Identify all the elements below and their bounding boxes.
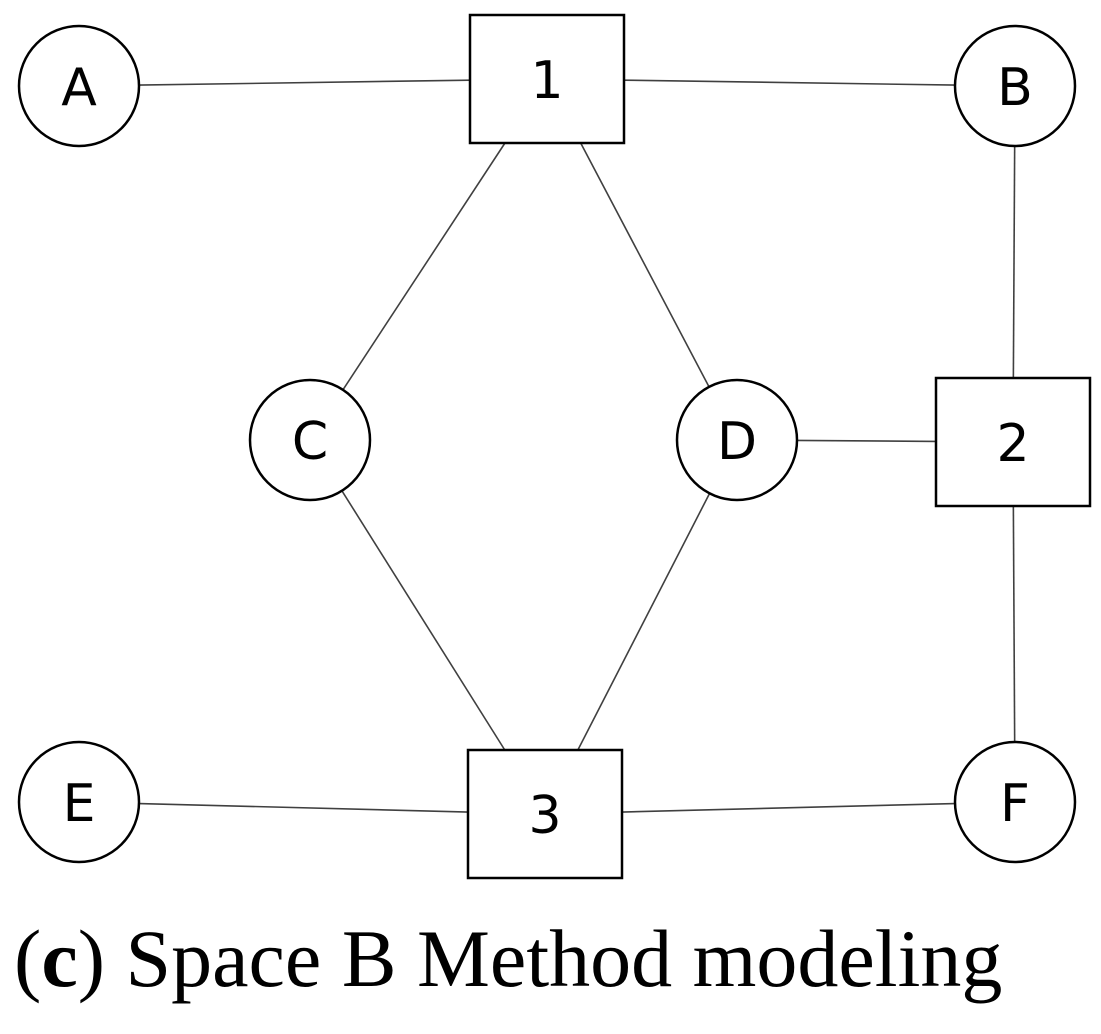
node-3-square [466, 748, 624, 880]
edge-D-3 [577, 493, 711, 751]
node-D: D [675, 378, 799, 502]
node-1-square [468, 13, 626, 145]
node-1-label: 1 [530, 51, 563, 111]
edge-1-B [623, 79, 956, 86]
edge-3-F [621, 802, 956, 813]
edge-B-2 [1012, 145, 1016, 379]
edge-E-3 [138, 802, 469, 813]
caption-close-paren: ) [77, 913, 106, 1004]
edges-layer [138, 79, 1016, 813]
node-F: F [953, 740, 1077, 864]
node-B-label: B [997, 58, 1033, 118]
node-F-circle [953, 740, 1077, 864]
node-A: A [17, 24, 141, 148]
node-1: 1 [468, 13, 626, 145]
node-F-label: F [1000, 774, 1030, 834]
node-2-label: 2 [996, 414, 1029, 474]
node-3-label: 3 [528, 786, 561, 846]
figure-caption: (c) Space B Method modeling [14, 918, 1002, 1000]
caption-panel-tag: c [41, 913, 78, 1004]
caption-text: Space B Method modeling [105, 913, 1003, 1004]
nodes-layer: A 1 B C D 2E 3 F [17, 13, 1092, 880]
edge-D-2 [796, 439, 937, 443]
node-A-circle [17, 24, 141, 148]
edge-1-D [579, 142, 710, 388]
node-2: 2 [934, 376, 1092, 508]
caption-open-paren: ( [14, 913, 42, 1004]
node-A-label: A [61, 58, 97, 118]
node-C: C [248, 378, 372, 502]
node-C-label: C [292, 412, 328, 472]
node-C-circle [248, 378, 372, 502]
node-B: B [953, 24, 1077, 148]
node-D-label: D [717, 412, 757, 472]
node-D-circle [675, 378, 799, 502]
node-E-label: E [63, 774, 96, 834]
edge-2-F [1012, 505, 1016, 743]
edge-C-3 [341, 490, 506, 751]
node-3: 3 [466, 748, 624, 880]
node-E: E [17, 740, 141, 864]
edge-A-1 [138, 79, 471, 86]
edge-1-C [342, 142, 506, 391]
node-B-circle [953, 24, 1077, 148]
node-2-square [934, 376, 1092, 508]
node-E-circle [17, 740, 141, 864]
